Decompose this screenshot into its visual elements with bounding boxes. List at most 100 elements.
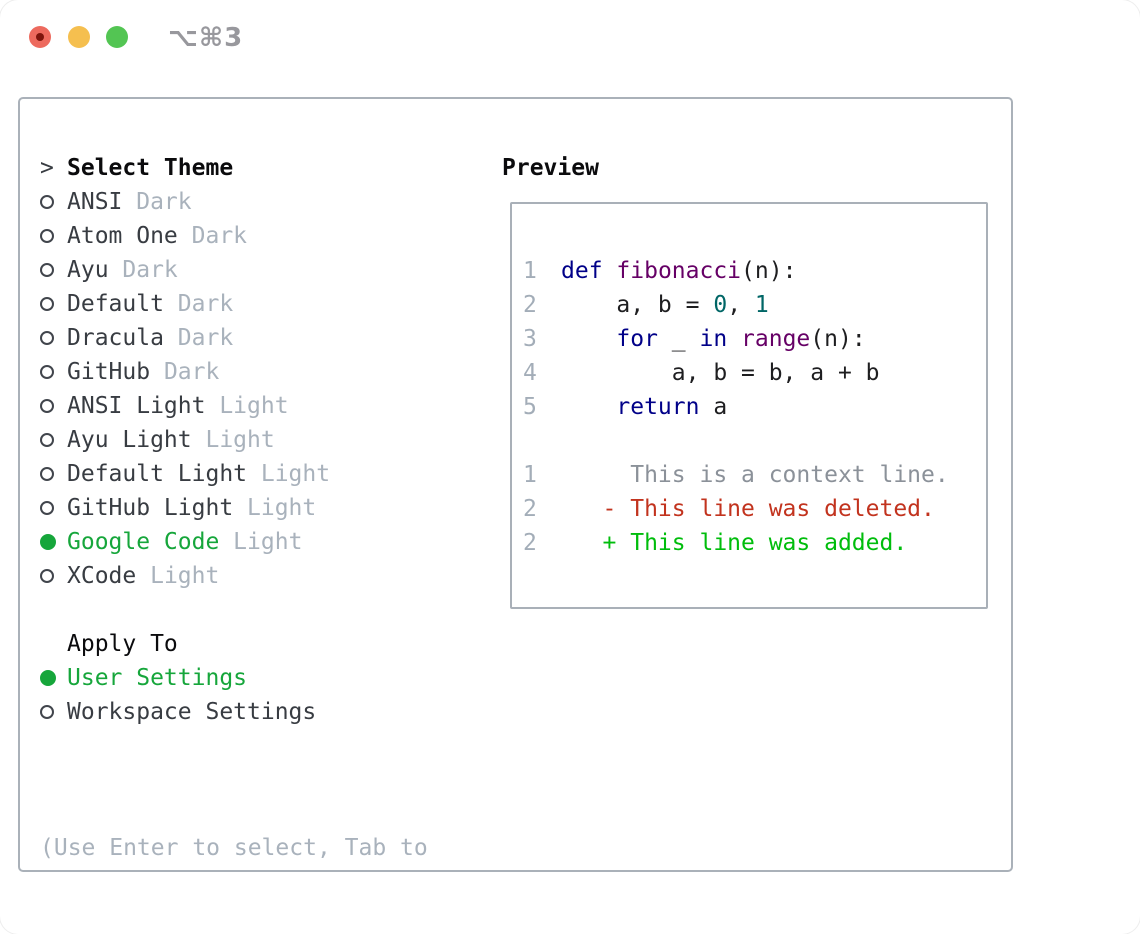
line-number: 2 — [523, 496, 537, 522]
theme-name: Dracula — [67, 325, 164, 351]
apply-option-label: User Settings — [67, 665, 248, 691]
minimize-button[interactable] — [68, 26, 90, 48]
theme-variant-tag: Light — [191, 427, 275, 453]
theme-name: Atom One — [67, 223, 178, 249]
select-theme-header: > Select Theme — [40, 151, 490, 185]
code-token-add: + This line was added. — [561, 530, 908, 556]
line-number: 3 — [523, 326, 537, 352]
theme-option-ayu[interactable]: Ayu Dark — [40, 253, 490, 287]
code-token-pln — [603, 258, 617, 284]
code-token-lit: 1 — [754, 292, 769, 318]
theme-option-ansi-light[interactable]: ANSI Light Light — [40, 389, 490, 423]
line-number: 5 — [523, 394, 537, 420]
theme-name: GitHub Light — [67, 495, 234, 521]
apply-to-title: Apply To — [67, 631, 178, 657]
selected-radio-icon — [40, 534, 56, 550]
theme-variant-tag: Dark — [163, 325, 234, 351]
theme-option-github[interactable]: GitHub Dark — [40, 355, 490, 389]
apply-option-workspace-settings[interactable]: Workspace Settings — [40, 695, 490, 729]
code-token-pln — [561, 394, 616, 420]
radio-icon — [40, 195, 54, 209]
code-token-pln: a, b = — [561, 292, 714, 318]
code-token-pln: _ — [657, 326, 700, 352]
code-token-typ: range — [741, 326, 811, 352]
code-token-lit: 0 — [713, 292, 728, 318]
selected-radio-icon — [40, 670, 56, 686]
radio-icon — [40, 365, 54, 379]
theme-variant-tag: Dark — [108, 257, 178, 283]
titlebar: ⌥⌘3 — [0, 0, 1140, 74]
theme-option-default-light[interactable]: Default Light Light — [40, 457, 490, 491]
theme-name: Google Code — [67, 529, 220, 555]
theme-name: ANSI Light — [67, 393, 206, 419]
radio-icon — [40, 297, 54, 311]
code-token-del: - This line was deleted. — [561, 496, 935, 522]
code-line: 2 - This line was deleted. — [523, 492, 986, 526]
theme-variant-tag: Light — [247, 461, 331, 487]
theme-option-google-code[interactable]: Google Code Light — [40, 525, 490, 559]
zoom-button[interactable] — [106, 26, 128, 48]
radio-icon — [40, 263, 54, 277]
code-token-pln: a, b = b, a + b — [561, 360, 880, 386]
line-number: 1 — [523, 258, 537, 284]
apply-to-header: Apply To — [40, 627, 490, 661]
theme-variant-tag: Dark — [177, 223, 248, 249]
theme-name: Ayu — [67, 257, 109, 283]
code-token-kwd: def — [561, 258, 603, 284]
theme-option-ayu-light[interactable]: Ayu Light Light — [40, 423, 490, 457]
spacer — [40, 593, 490, 627]
code-token-pln: (n): — [741, 258, 797, 284]
theme-variant-tag: Light — [219, 529, 303, 555]
preview-header: Preview — [502, 151, 1002, 185]
code-line: 2 a, b = 0, 1 — [523, 288, 986, 322]
apply-option-user-settings[interactable]: User Settings — [40, 661, 490, 695]
theme-name: ANSI — [67, 189, 123, 215]
code-token-pln: , — [727, 292, 755, 318]
code-line: 4 a, b = b, a + b — [523, 356, 986, 390]
window-title: ⌥⌘3 — [168, 23, 244, 53]
radio-icon — [40, 399, 54, 413]
code-token-ctx: This is a context line. — [561, 462, 949, 488]
close-button[interactable] — [29, 26, 51, 48]
radio-icon — [40, 501, 54, 515]
help-text: (Use Enter to select, Tab to change focu… — [40, 763, 490, 934]
radio-icon — [40, 467, 54, 481]
theme-option-dracula[interactable]: Dracula Dark — [40, 321, 490, 355]
apply-option-label: Workspace Settings — [67, 699, 317, 725]
theme-name: Ayu Light — [67, 427, 192, 453]
code-token-pln — [561, 326, 616, 352]
code-line: 2 + This line was added. — [523, 526, 986, 560]
theme-option-atom-one[interactable]: Atom One Dark — [40, 219, 490, 253]
unsaved-indicator-dot — [36, 33, 44, 41]
theme-name: XCode — [67, 563, 137, 589]
help-line-1: (Use Enter to select, Tab to — [40, 835, 428, 861]
line-number: 2 — [523, 530, 537, 556]
theme-variant-tag: Light — [205, 393, 289, 419]
theme-variant-tag: Dark — [150, 359, 220, 385]
preview-title: Preview — [502, 155, 599, 181]
radio-icon — [40, 705, 54, 719]
radio-icon — [40, 569, 54, 583]
theme-name: Default — [67, 291, 164, 317]
theme-option-ansi[interactable]: ANSI Dark — [40, 185, 490, 219]
code-line: 3 for _ in range(n): — [523, 322, 986, 356]
theme-variant-tag: Dark — [163, 291, 234, 317]
code-token-kwd: for — [616, 326, 658, 352]
code-line — [523, 424, 986, 458]
radio-icon — [40, 229, 54, 243]
spacer — [40, 729, 490, 763]
theme-option-github-light[interactable]: GitHub Light Light — [40, 491, 490, 525]
select-theme-title: Select Theme — [67, 155, 234, 181]
prompt-icon: > — [40, 155, 54, 181]
line-number: 1 — [523, 462, 537, 488]
theme-option-default[interactable]: Default Dark — [40, 287, 490, 321]
code-token-kwd: in — [699, 326, 728, 352]
theme-option-xcode[interactable]: XCode Light — [40, 559, 490, 593]
code-line: 1 This is a context line. — [523, 458, 986, 492]
line-number: 4 — [523, 360, 537, 386]
